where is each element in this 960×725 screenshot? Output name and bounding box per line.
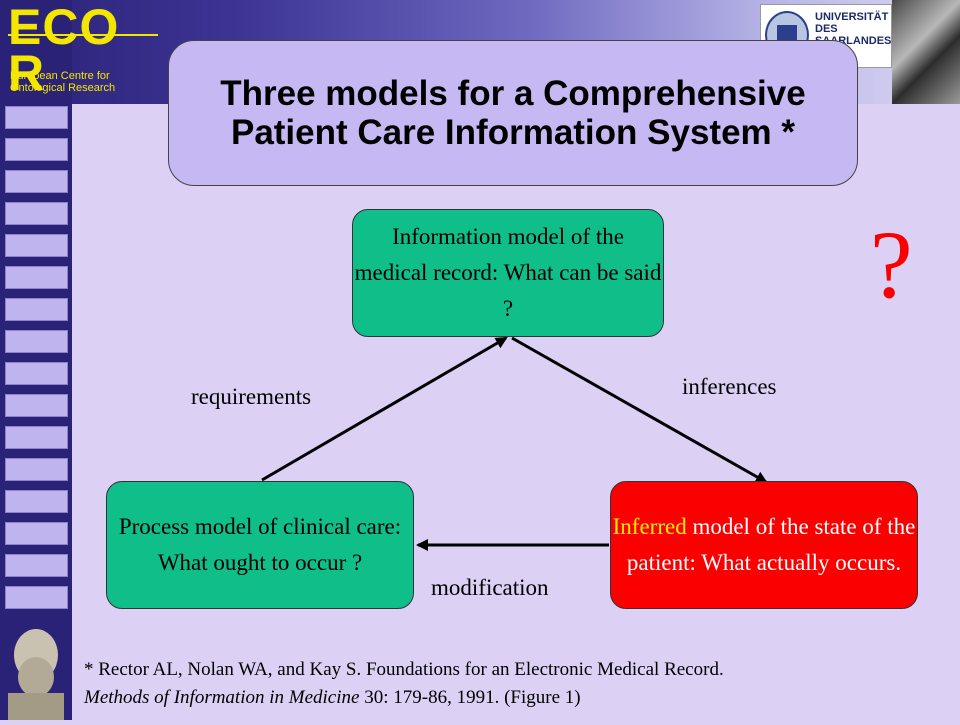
inferred-rest: model of the state of the patient: What … [626, 514, 916, 575]
rail-cell [5, 330, 68, 353]
rail-cell [5, 234, 68, 257]
inferred-model-text: Inferred model of the state of the patie… [611, 509, 917, 581]
arrow-inferences [511, 336, 768, 484]
rail-cell [5, 138, 68, 161]
rail-cell [5, 362, 68, 385]
aristotle-bust-image [0, 625, 72, 720]
rail-cell [5, 202, 68, 225]
arrow-requirements [261, 336, 508, 482]
inferred-model-box: Inferred model of the state of the patie… [610, 481, 918, 609]
process-model-box: Process model of clinical care: What oug… [106, 481, 414, 609]
footnote-line2: Methods of Information in Medicine 30: 1… [84, 684, 944, 712]
rail-cell [5, 426, 68, 449]
rail-cell [5, 106, 68, 129]
process-model-text: Process model of clinical care: What oug… [118, 514, 402, 575]
rail-cell [5, 266, 68, 289]
footnote-citation: 30: 179-86, 1991. (Figure 1) [359, 687, 581, 708]
information-model-box: Information model of the medical record:… [352, 209, 664, 337]
slide-title: Three models for a Comprehensive Patient… [220, 74, 806, 152]
rail-cell [5, 394, 68, 417]
label-inferences: inferences [682, 374, 777, 399]
rail-cell [5, 458, 68, 481]
information-model-text: Information model of the medical record:… [354, 224, 662, 321]
building-photo [892, 0, 960, 104]
rail-cell [5, 554, 68, 577]
title-box: Three models for a Comprehensive Patient… [168, 40, 858, 186]
logo-subtitle: European Centre for Ontological Research [10, 70, 116, 94]
label-modification: modification [431, 575, 549, 600]
footnote-line1: * Rector AL, Nolan WA, and Kay S. Founda… [84, 659, 724, 680]
rail-cell [5, 586, 68, 609]
inferred-highlight: Inferred [612, 514, 687, 539]
footnote-journal: Methods of Information in Medicine [84, 687, 360, 708]
rail-cell [5, 490, 68, 513]
question-mark: ? [870, 211, 913, 318]
rail-cell [5, 522, 68, 545]
logo-letters: ECOR [8, 0, 120, 101]
left-rail [0, 0, 72, 720]
label-requirements: requirements [191, 384, 312, 409]
ecor-logo: ECOR European Centre for Ontological Res… [8, 0, 158, 104]
rail-cell [5, 298, 68, 321]
footnote: * Rector AL, Nolan WA, and Kay S. Founda… [84, 656, 944, 712]
rail-cell [5, 170, 68, 193]
logo-rule [8, 34, 158, 36]
